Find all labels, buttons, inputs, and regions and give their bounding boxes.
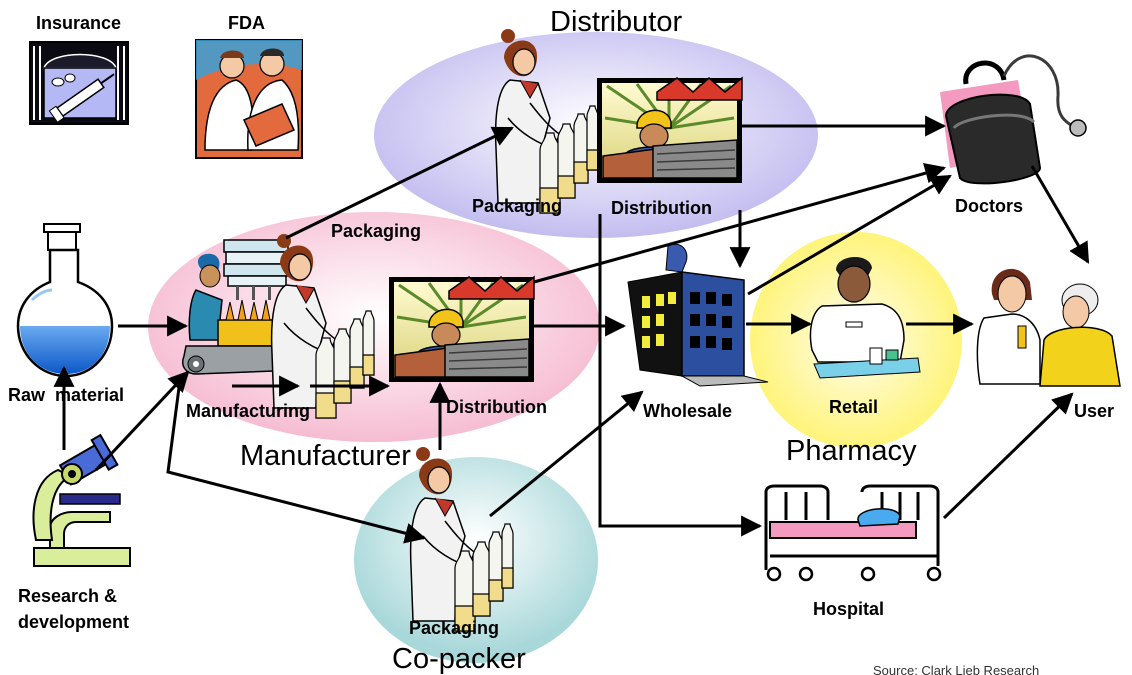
development-label: development — [18, 612, 130, 632]
source-note: Source: Clark Lieb Research — [873, 663, 1040, 675]
retail-label: Retail — [829, 397, 879, 417]
flow-arrows — [53, 115, 1090, 544]
manufacturing-machine-icon — [182, 239, 302, 375]
wholesale-building-icon — [627, 243, 769, 387]
doctors-bag-icon — [940, 54, 1087, 185]
pharmacist-icon — [809, 256, 921, 379]
arrow-copacker-to-wholesale — [489, 390, 644, 518]
arrow-wholesale-to-doctors — [747, 174, 952, 296]
arrow-manufacturing-to-distributor-packaging — [285, 126, 514, 240]
pharmacy-region-label: Pharmacy — [786, 435, 917, 467]
flask-icon — [16, 223, 114, 378]
microscope-icon — [32, 433, 131, 567]
arrow-research-to-manufacturing — [94, 370, 190, 472]
fda-label: FDA — [228, 13, 265, 33]
distribution-manufacturer-label: Distribution — [446, 397, 547, 417]
packaging-manufacturer-label: Packaging — [331, 221, 422, 241]
arrow-manufacturing-to-copacker — [166, 379, 427, 544]
user-people-icon — [976, 268, 1121, 387]
raw-material-label: Raw material — [8, 385, 125, 405]
distribution-distributor-label: Distribution — [611, 198, 712, 218]
distribution-manufacturer-icon — [387, 275, 536, 384]
arrow-hospital-to-user — [942, 392, 1074, 520]
packaging-copacker-label: Packaging — [409, 618, 500, 638]
distribution-distributor-icon — [595, 76, 744, 185]
hospital-bed-icon — [764, 484, 942, 582]
insurance-icon — [29, 41, 129, 125]
arrow-distributor-to-hospital — [598, 214, 763, 537]
manufacturer-region-label: Manufacturer — [240, 440, 411, 472]
hospital-label: Hospital — [813, 599, 885, 619]
manufacturing-label: Manufacturing — [186, 401, 310, 421]
packaging-distributor-label: Packaging — [472, 196, 563, 216]
insurance-label: Insurance — [36, 13, 122, 33]
arrow-doctors-to-user — [1030, 165, 1090, 264]
copacker-region-label: Co-packer — [392, 643, 526, 675]
fda-icon — [195, 39, 303, 159]
research-label: Research & — [18, 586, 118, 606]
doctors-label: Doctors — [955, 196, 1024, 216]
wholesale-label: Wholesale — [643, 401, 733, 421]
user-label: User — [1074, 401, 1115, 421]
distributor-region-label: Distributor — [550, 6, 683, 38]
